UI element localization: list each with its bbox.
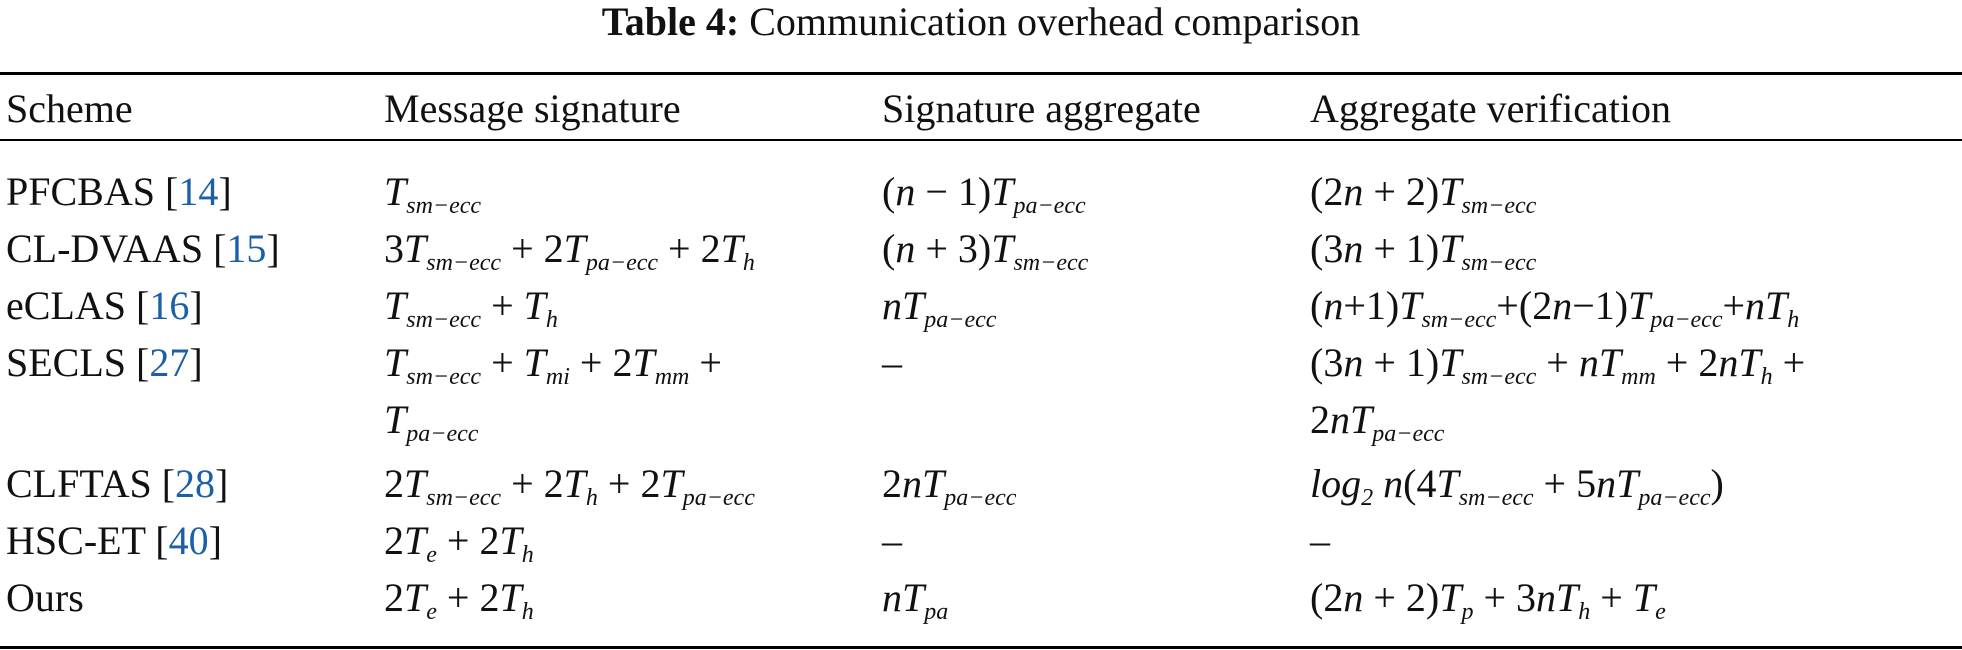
- aggregate-verification-cell: –: [1310, 518, 1330, 563]
- aggregate-verification-cell: (3n + 1)Tsm−ecc: [1310, 226, 1537, 276]
- table-caption-text: Communication overhead comparison: [749, 0, 1361, 44]
- table-caption: Table 4: Communication overhead comparis…: [0, 0, 1962, 44]
- citation-link[interactable]: 40: [168, 518, 209, 563]
- header-message-signature: Message signature: [384, 86, 681, 131]
- message-signature-cell: 2Te + 2Th: [384, 518, 534, 568]
- signature-aggregate-cell: 2nTpa−ecc: [882, 461, 1017, 511]
- signature-aggregate-cell: (n + 3)Tsm−ecc: [882, 226, 1089, 276]
- signature-aggregate-cell: (n − 1)Tpa−ecc: [882, 169, 1086, 219]
- scheme-cell-cl-dvaas: CL-DVAAS [15]: [6, 226, 280, 271]
- aggregate-verification-cell: (2n + 2)Tp + 3nTh + Te: [1310, 575, 1666, 625]
- message-signature-cell: 2Te + 2Th: [384, 575, 534, 625]
- table-top-rule: [0, 72, 1962, 75]
- aggregate-verification-cell-continued: 2nTpa−ecc: [1310, 397, 1445, 447]
- scheme-cell-clftas: CLFTAS [28]: [6, 461, 229, 506]
- citation-link[interactable]: 15: [226, 226, 267, 271]
- signature-aggregate-cell: nTpa−ecc: [882, 283, 997, 333]
- scheme-cell-ours: Ours: [6, 575, 84, 620]
- header-aggregate-verification: Aggregate verification: [1310, 86, 1671, 131]
- scheme-cell-hsc-et: HSC-ET [40]: [6, 518, 222, 563]
- message-signature-cell: 3Tsm−ecc + 2Tpa−ecc + 2Th: [384, 226, 755, 276]
- message-signature-cell: Tsm−ecc + Th: [384, 283, 558, 333]
- citation-link[interactable]: 16: [149, 283, 190, 328]
- scheme-cell-secls: SECLS [27]: [6, 340, 203, 385]
- aggregate-verification-cell: (2n + 2)Tsm−ecc: [1310, 169, 1537, 219]
- signature-aggregate-cell: –: [882, 518, 902, 563]
- message-signature-cell-continued: Tpa−ecc: [384, 397, 479, 447]
- message-signature-cell: Tsm−ecc + Tmi + 2Tmm +: [384, 340, 722, 390]
- message-signature-cell: Tsm−ecc: [384, 169, 482, 219]
- aggregate-verification-cell: (n+1)Tsm−ecc+(2n−1)Tpa−ecc+nTh: [1310, 283, 1800, 333]
- table-bottom-rule: [0, 646, 1962, 649]
- aggregate-verification-cell: (3n + 1)Tsm−ecc + nTmm + 2nTh +: [1310, 340, 1806, 390]
- citation-link[interactable]: 27: [149, 340, 190, 385]
- aggregate-verification-cell: log2 n(4Tsm−ecc + 5nTpa−ecc): [1310, 461, 1724, 511]
- signature-aggregate-cell: nTpa: [882, 575, 949, 625]
- message-signature-cell: 2Tsm−ecc + 2Th + 2Tpa−ecc: [384, 461, 755, 511]
- citation-link[interactable]: 28: [175, 461, 216, 506]
- scheme-cell-pfcbas: PFCBAS [14]: [6, 169, 232, 214]
- header-signature-aggregate: Signature aggregate: [882, 86, 1201, 131]
- header-scheme: Scheme: [6, 86, 133, 131]
- citation-link[interactable]: 14: [178, 169, 219, 214]
- scheme-cell-eclas: eCLAS [16]: [6, 283, 203, 328]
- table-caption-label: Table 4:: [601, 0, 740, 44]
- signature-aggregate-cell: –: [882, 340, 902, 385]
- header-rule: [0, 139, 1962, 141]
